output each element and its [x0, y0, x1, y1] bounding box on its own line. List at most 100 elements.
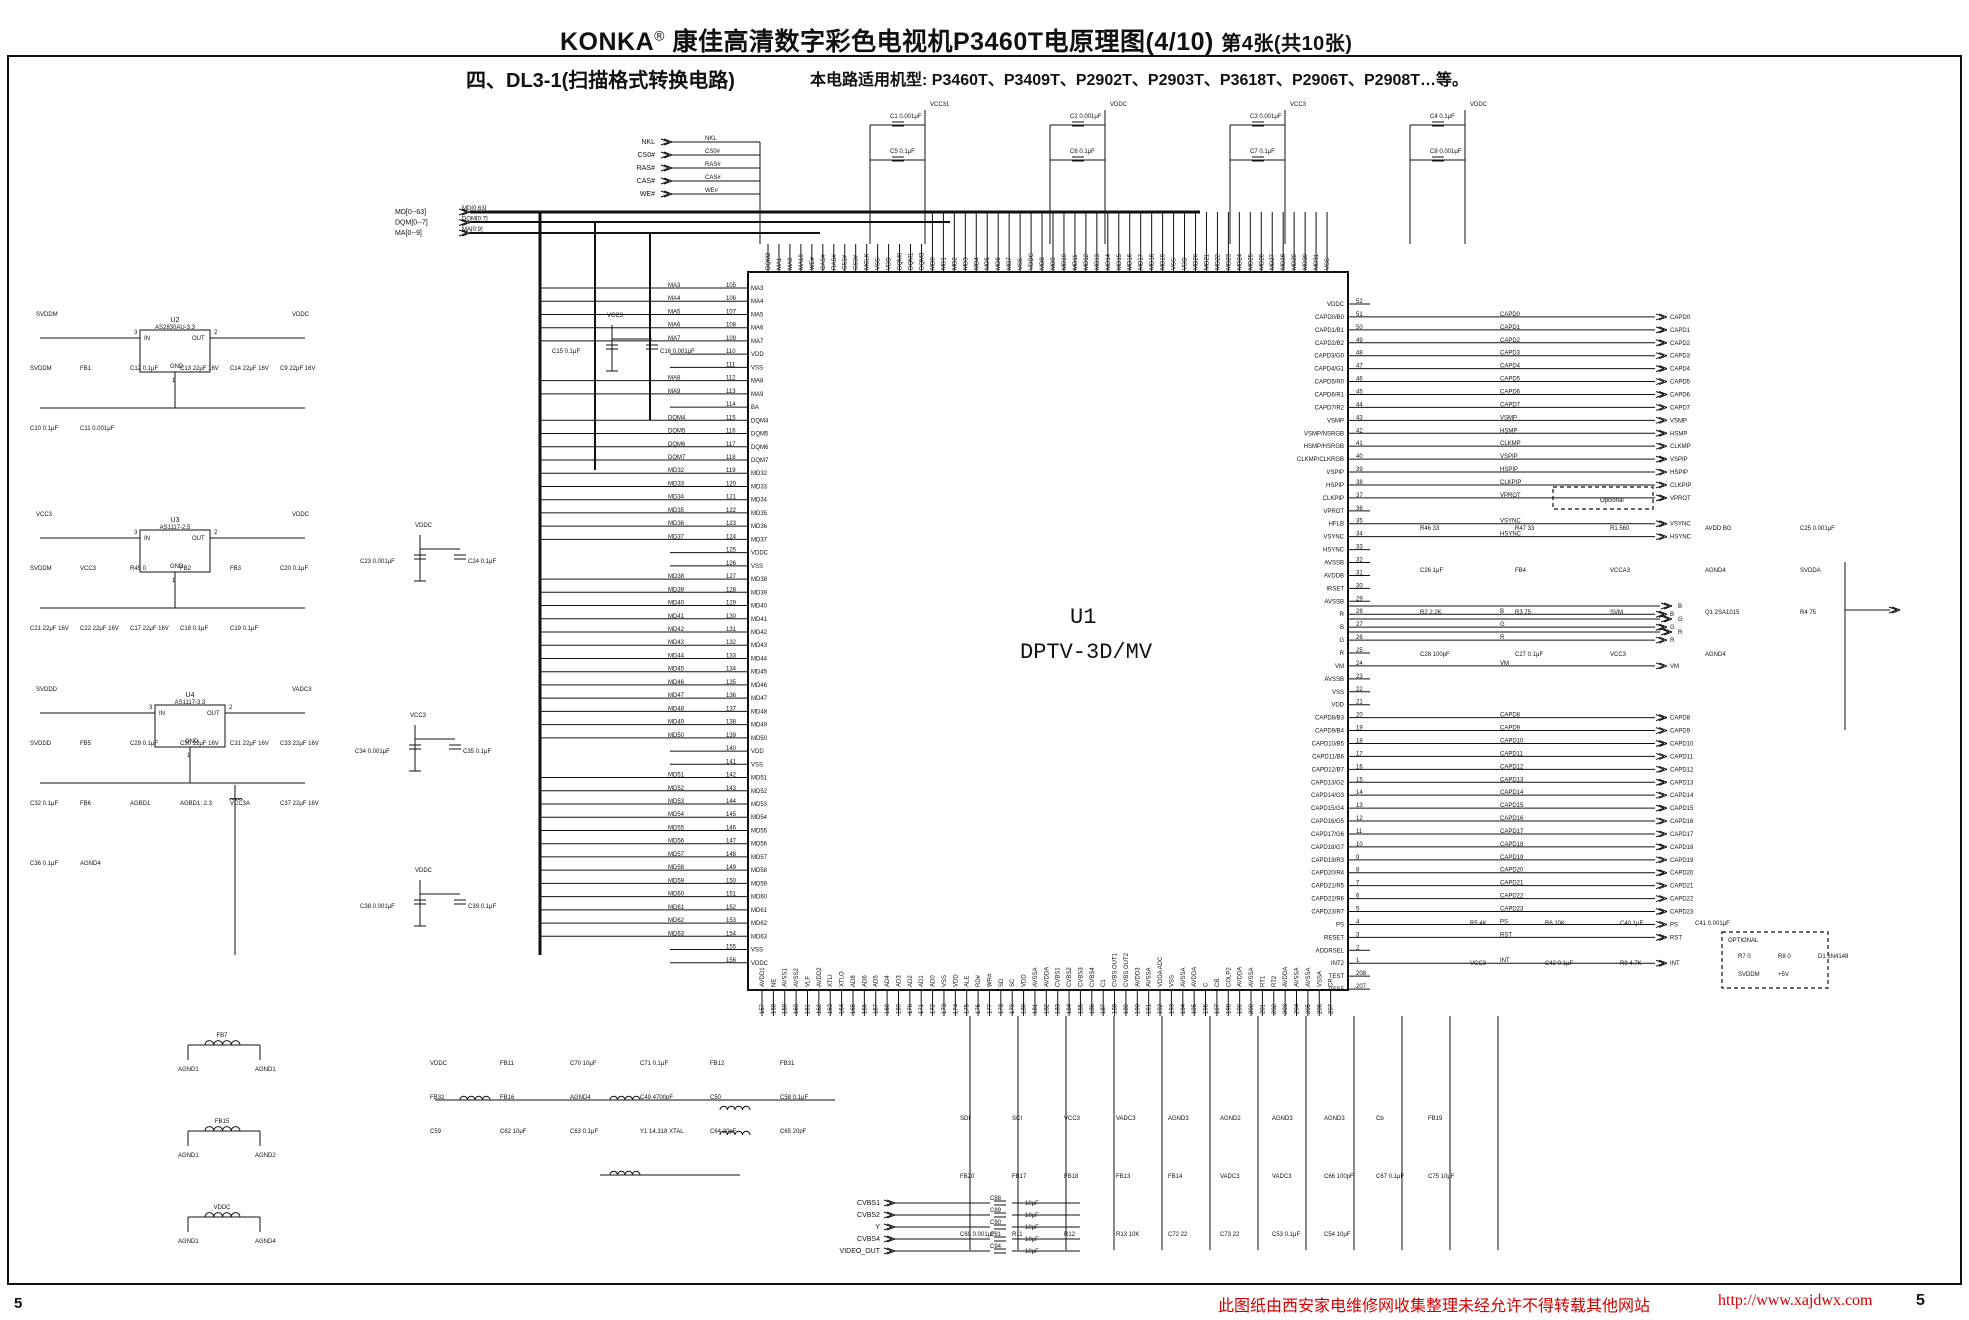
u1-right-pin-number: 12 — [1356, 816, 1363, 822]
u1-right-pin-signal: VSSF — [1328, 987, 1344, 993]
arrow — [660, 164, 670, 169]
u1-top-pin-label: MD17 — [1139, 253, 1145, 270]
net-port-label: CAPD18 — [1670, 845, 1694, 851]
reg-component-label: C19 0.1μF — [230, 626, 258, 632]
regulator-pin-number: 3 — [134, 530, 138, 536]
arrow — [1663, 628, 1673, 633]
u1-top-pin-label: MD29 — [1292, 253, 1298, 270]
u1-right-pin-signal: G — [1339, 638, 1344, 644]
u1-bottom-pin-signal: CR — [1329, 978, 1335, 987]
u1-ic-body — [747, 271, 1349, 991]
arrow — [1663, 631, 1673, 636]
u1-top-pin-label: DQM1 — [909, 252, 915, 270]
u1-bottom-pin-signal: AVSSA — [1306, 967, 1312, 987]
u1-right-pin-number: 52 — [1356, 299, 1363, 305]
reg-input-net: SVDDD — [36, 687, 58, 693]
u1-top-pin-label: MD4 — [974, 257, 980, 270]
arrow — [1655, 959, 1665, 964]
arrow — [461, 232, 471, 237]
u1-bottom-pin-number: 183 — [1056, 1003, 1062, 1014]
u1-bottom-pin-signal: AD6 — [862, 975, 868, 987]
arrow — [663, 177, 673, 182]
u1-top-pin-label: MA0 — [788, 257, 794, 270]
u1-right-pin-signal: CAPD15/G4 — [1311, 806, 1345, 812]
u1-left-pin-number: 119 — [726, 468, 736, 474]
u1-right-pin-signal: CAPD22/R6 — [1311, 897, 1344, 903]
u1-left-pin-signal: MD42 — [751, 630, 768, 636]
arrow — [1655, 429, 1665, 434]
u1-bottom-pin-number: 196 — [1204, 1003, 1210, 1014]
u1-bottom-pin-signal: AVDD3 — [1135, 967, 1141, 987]
u1-top-pin-label: MD13 — [1095, 253, 1101, 270]
arrow — [1658, 665, 1668, 670]
net-port-label: HSYNC — [1670, 535, 1692, 541]
cap-label: C34 0.001μF — [355, 749, 390, 755]
arrow — [886, 1211, 896, 1216]
arrow — [1658, 936, 1668, 941]
arrow — [1658, 872, 1668, 877]
bottom-net-label: VCC3 — [1064, 1116, 1081, 1122]
u1-right-pin-signal: AVSSB — [1324, 561, 1344, 567]
net-port-label: CAPD3 — [1670, 354, 1691, 360]
fb6-bead — [229, 798, 243, 801]
arrow — [1658, 804, 1668, 809]
rgb-component-label: R4 75 — [1800, 610, 1817, 616]
video-cap-ref: C90 — [990, 1220, 1002, 1226]
regulator-ref: U3 — [171, 517, 180, 524]
arrow — [660, 167, 670, 172]
u1-left-pin-number: 122 — [726, 508, 737, 514]
arrow — [660, 180, 670, 185]
arrow — [1658, 313, 1668, 318]
u1-top-pin-label: MD12 — [1084, 253, 1090, 270]
u1-left-pin-number: 133 — [726, 653, 737, 659]
u1-top-pin-label: CS0# — [854, 254, 860, 270]
cap-label: C35 0.1μF — [463, 749, 491, 755]
regulator-pin-gnd: GND — [170, 364, 184, 370]
u1-right-net: HSYNC — [1500, 532, 1522, 538]
net-port-label: B — [1670, 612, 1674, 618]
cap-label: C6 0.1μF — [1070, 149, 1095, 155]
reg-component-label: C13 22μF 16V — [180, 366, 219, 372]
ferrite-bead — [204, 1126, 241, 1132]
video-input-label: Y — [875, 1224, 880, 1231]
u1-right-pin-number: 3 — [1356, 932, 1360, 938]
optional-box-part: D1 1N4148 — [1818, 954, 1849, 960]
u1-bottom-pin-number: 191 — [1147, 1003, 1153, 1014]
arrow — [1658, 339, 1668, 344]
arrow — [663, 164, 673, 169]
rgb-component-label: R1 560 — [1610, 526, 1630, 532]
u1-left-net: MD53 — [668, 799, 685, 805]
u1-right-net: CLKPIP — [1500, 480, 1521, 486]
arrow — [1655, 714, 1665, 719]
u1-left-net: MD57 — [668, 852, 685, 858]
u1-right-net: INT — [1500, 958, 1510, 964]
net-port-label: CAPD15 — [1670, 806, 1694, 812]
arrow — [1658, 419, 1668, 424]
footer-url[interactable]: http://www.xajdwx.com — [1718, 1292, 1873, 1309]
net-port-label: G — [1670, 625, 1675, 631]
u1-left-pin-number: 128 — [726, 587, 737, 593]
arrow — [886, 1226, 896, 1231]
u1-left-pin-signal: MA5 — [751, 312, 764, 318]
u1-top-pin-label: MD22 — [1215, 253, 1221, 270]
u1-right-pin-number: 37 — [1356, 493, 1363, 499]
u1-left-net: DQM5 — [668, 429, 686, 435]
arrow — [1658, 326, 1668, 331]
arrow — [1658, 833, 1668, 838]
u1-left-pin-number: 109 — [726, 336, 737, 342]
u1-left-net: MD61 — [668, 905, 685, 911]
u1-bottom-pin-number: 193 — [1169, 1003, 1175, 1014]
bottom-supply-label: VDDC — [430, 1061, 448, 1067]
u1-left-pin-number: 152 — [726, 905, 737, 911]
reset-component-label: C42 0.1μF — [1545, 961, 1573, 967]
net-port-label: CAPD22 — [1670, 897, 1694, 903]
arrow — [1655, 455, 1665, 460]
section-title: 四、DL3-1(扫描格式转换电路) — [466, 70, 735, 92]
bottom-supply-label: C58 0.1μF — [780, 1095, 808, 1101]
arrow — [1660, 615, 1670, 620]
bottom-supply-label: C65 20pF — [780, 1129, 807, 1135]
arrow — [1658, 817, 1668, 822]
u1-top-pin-label: DQM3 — [919, 252, 925, 270]
u1-left-pin-number: 129 — [726, 601, 737, 607]
u1-left-pin-number: 117 — [726, 442, 736, 448]
